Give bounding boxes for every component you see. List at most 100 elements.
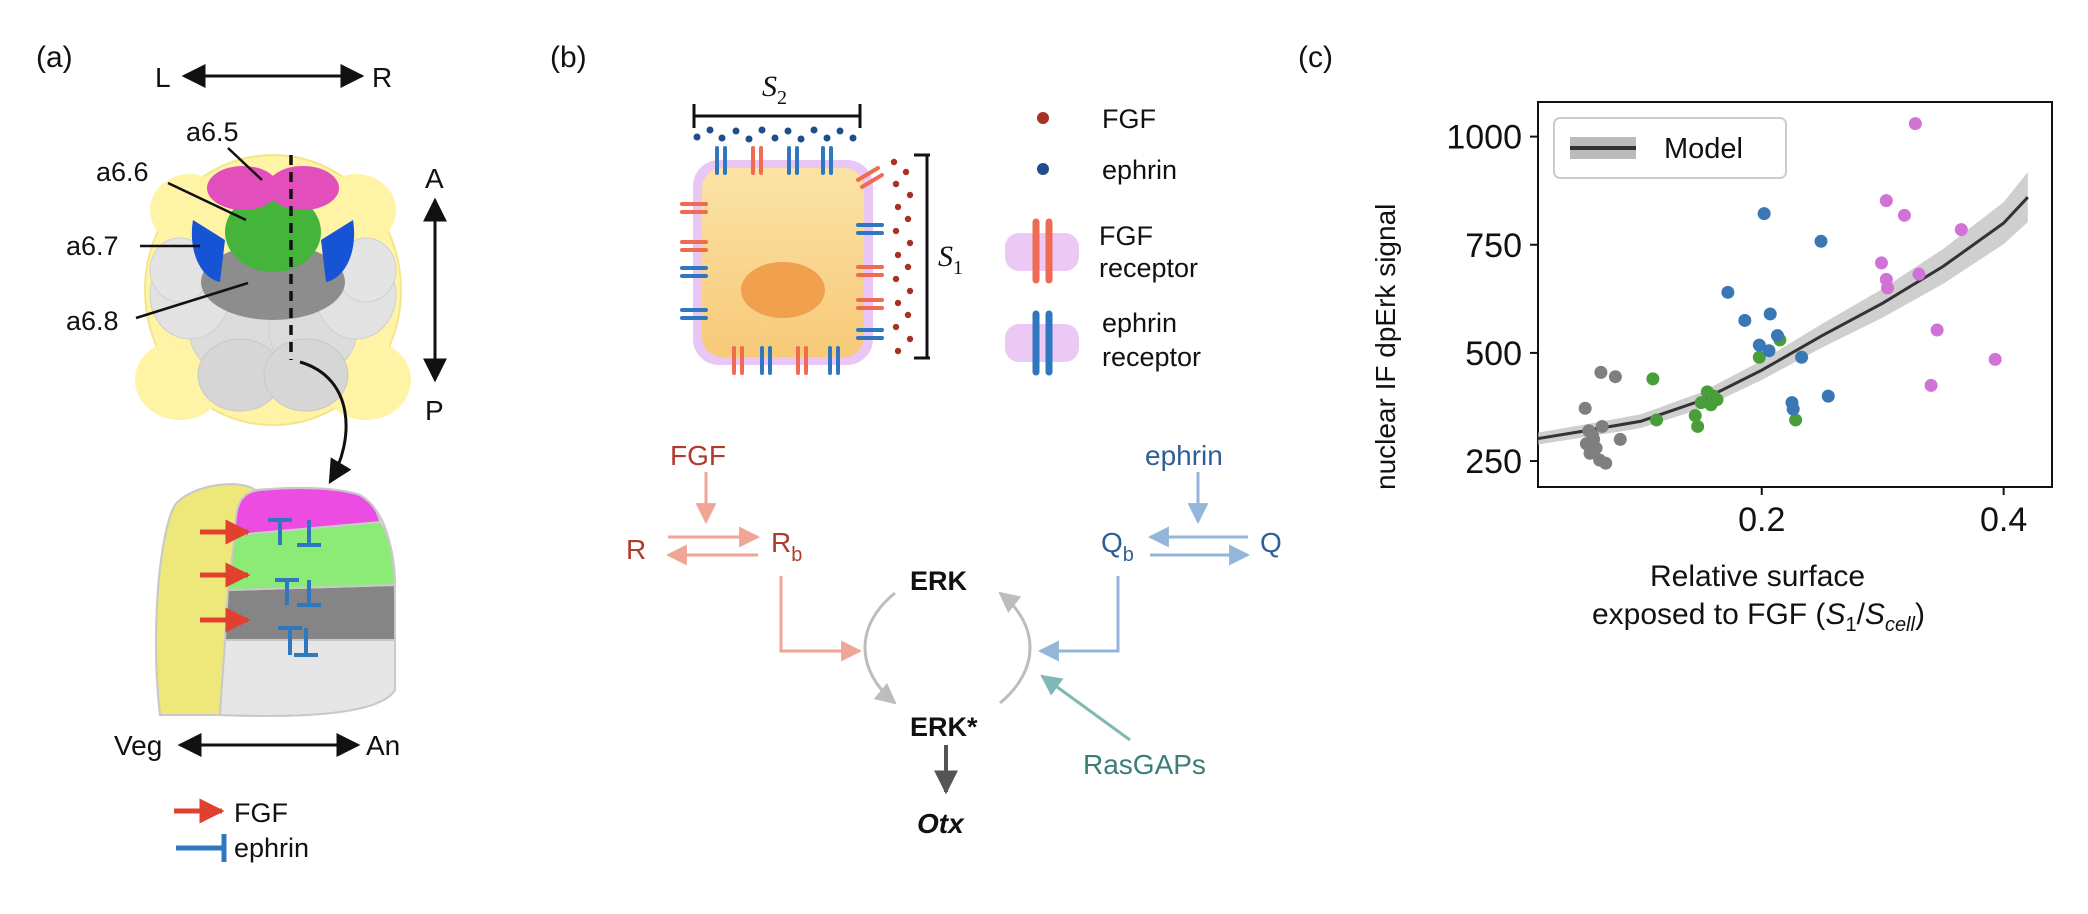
net-fgf: FGF [670, 440, 726, 471]
data-point-s0-8 [1583, 446, 1597, 460]
embryo-side-view [154, 483, 397, 717]
s2-label: S2 [762, 70, 787, 109]
net-erk: ERK [910, 566, 968, 596]
fgf-dots-right [890, 158, 914, 355]
data-point-s3-10 [1988, 352, 2002, 366]
erk-deactivation-arc [998, 591, 1032, 705]
net-rasgaps: RasGAPs [1083, 749, 1206, 780]
membrane-receptors [680, 146, 884, 375]
axis-left-label: L [155, 62, 171, 93]
data-point-s2-3 [1738, 313, 1752, 327]
data-point-s3-0 [1908, 117, 1922, 131]
data-point-s2-2 [1721, 285, 1735, 299]
data-point-s1-0 [1646, 372, 1660, 386]
data-point-s2-10 [1786, 402, 1800, 416]
legend-ephrin-label: ephrin [234, 833, 309, 863]
x-axis-label-line1: Relative surface [1650, 560, 1865, 593]
fgf-receptor-icon-bg [1005, 233, 1079, 271]
cell-label-a67: a6.7 [66, 231, 119, 261]
legend-ephrin-receptor-line2: receptor [1102, 342, 1201, 372]
fgf-dot-icon [1037, 112, 1049, 124]
data-point-s1-1 [1650, 413, 1664, 427]
data-point-s3-7 [1912, 267, 1926, 281]
panel-b: (b) S2 [550, 41, 1282, 839]
net-rb: Rb [771, 527, 802, 566]
panel-a-label: (a) [36, 41, 73, 74]
ephrin-dots-top [693, 126, 857, 143]
net-ephrin: ephrin [1145, 440, 1223, 471]
cell-label-a68: a6.8 [66, 306, 119, 336]
axis-anterior-label: A [425, 163, 444, 194]
legend-model-label: Model [1664, 133, 1743, 165]
data-point-s3-6 [1881, 281, 1895, 295]
data-point-s2-5 [1752, 338, 1766, 352]
data-point-s1-8 [1704, 398, 1718, 412]
data-point-s3-9 [1924, 378, 1938, 392]
legend-b-fgf-label: FGF [1102, 104, 1156, 134]
net-erk-star: ERK* [910, 712, 978, 742]
embryo-top-view [135, 154, 411, 426]
x-axis-label-line2: exposed to FGF (S1/Scell) [1592, 598, 1925, 636]
y-tick-label-1000: 1000 [1446, 119, 1522, 157]
data-point-s3-8 [1930, 323, 1944, 337]
net-r: R [626, 534, 646, 565]
data-point-s2-1 [1814, 234, 1828, 248]
cell-nucleus [741, 262, 825, 318]
data-point-s2-8 [1795, 350, 1809, 364]
chart-legend [1553, 117, 1787, 179]
model-curve [1537, 196, 2029, 441]
data-point-s2-6 [1762, 344, 1776, 358]
net-q: Q [1260, 527, 1282, 558]
cell-label-a66: a6.6 [96, 157, 149, 187]
data-point-s2-0 [1757, 207, 1771, 221]
x-tick-label-0.2: 0.2 [1738, 501, 1785, 539]
net-otx: Otx [917, 808, 965, 839]
axis-an-label: An [366, 730, 400, 761]
data-point-s3-1 [1879, 194, 1893, 208]
legend-fgf-receptor-line1: FGF [1099, 221, 1153, 251]
data-point-s2-11 [1821, 389, 1835, 403]
legend-ephrin-receptor-line1: ephrin [1102, 308, 1177, 338]
data-point-s0-1 [1594, 365, 1608, 379]
data-point-s0-0 [1578, 401, 1592, 415]
data-point-s0-10 [1599, 456, 1613, 470]
panel-a: (a) L R A P [36, 41, 447, 863]
erk-activation-arc [863, 591, 897, 705]
data-point-s2-4 [1763, 307, 1777, 321]
panel-c: (c) nuclear IF dpErk signal 250 500 750 100… [1298, 41, 2053, 636]
x-tick-label-0.4: 0.4 [1980, 501, 2027, 539]
y-tick-label-750: 750 [1465, 227, 1522, 265]
view-transition-arrow [299, 360, 352, 485]
y-axis-label: nuclear IF dpErk signal [1370, 204, 1401, 490]
data-point-s3-4 [1874, 256, 1888, 270]
legend-b-ephrin-label: ephrin [1102, 155, 1177, 185]
panel-b-label: (b) [550, 41, 587, 74]
data-point-s1-2 [1688, 409, 1702, 423]
data-point-s1-3 [1691, 419, 1705, 433]
legend-fgf-receptor-line2: receptor [1099, 253, 1198, 283]
data-point-s3-3 [1954, 223, 1968, 237]
cell-label-a65: a6.5 [186, 117, 239, 147]
data-point-s0-12 [1585, 428, 1599, 442]
data-point-s1-9 [1752, 350, 1766, 364]
legend-fgf-label: FGF [234, 798, 288, 828]
data-point-s3-2 [1897, 208, 1911, 222]
ephrin-receptor-icon-bg [1005, 324, 1079, 362]
s1-label: S1 [938, 240, 963, 279]
data-point-s0-2 [1608, 370, 1622, 384]
axis-posterior-label: P [425, 395, 444, 426]
panel-c-label: (c) [1298, 41, 1333, 74]
axis-right-label: R [372, 62, 392, 93]
axis-veg-label: Veg [114, 730, 162, 761]
net-qb: Qb [1101, 527, 1134, 566]
data-point-s2-7 [1770, 329, 1784, 343]
data-point-s1-11 [1789, 413, 1803, 427]
ephrin-dot-icon [1037, 163, 1049, 175]
data-point-s0-6 [1595, 419, 1609, 433]
data-point-s1-4 [1694, 396, 1708, 410]
y-tick-label-500: 500 [1465, 335, 1522, 373]
data-point-s0-11 [1613, 432, 1627, 446]
ephrin-inhibition-icon [176, 834, 227, 862]
y-tick-label-250: 250 [1465, 443, 1522, 481]
